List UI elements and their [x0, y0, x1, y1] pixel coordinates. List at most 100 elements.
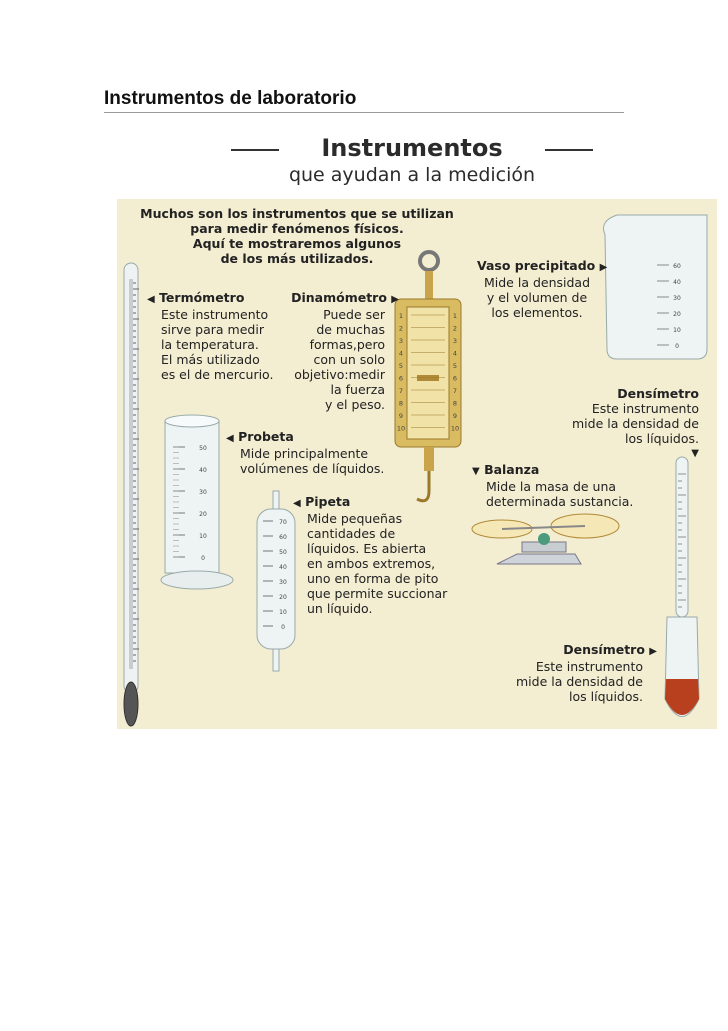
scale-label: 20	[279, 594, 287, 601]
scale-label: 2	[453, 325, 457, 333]
pipette-illustration: 70 60 50 40 30 20 10 0	[256, 490, 296, 672]
scale-label: 30	[199, 489, 207, 496]
scale-label: 8	[453, 400, 457, 408]
dinamometro-desc-line: con un solo	[313, 352, 385, 367]
vaso-desc-line: los elementos.	[491, 305, 583, 320]
hydrometer-illustration	[664, 456, 700, 717]
scale-label: 5	[453, 362, 457, 370]
dinamometro-desc-line: objetivo:medir	[294, 367, 385, 382]
pipeta-desc-line: Mide pequeñas	[307, 511, 403, 526]
title-left-rule	[231, 149, 280, 151]
arrow-left-icon: ◀	[147, 294, 155, 305]
densimetro-top-desc-line: mide la densidad de	[571, 416, 699, 431]
arrow-right-icon: ▶	[649, 646, 657, 657]
arrow-left-icon: ◀	[226, 433, 234, 444]
balanza-desc-line: Mide la masa de una	[486, 479, 617, 494]
balance-illustration	[471, 513, 620, 565]
intro-text: Muchos son los instrumentos que se utili…	[117, 206, 477, 266]
balanza-label: Balanza	[484, 462, 540, 477]
scale-label: 3	[453, 337, 457, 345]
densimetro-top-desc-line: Este instrumento	[591, 401, 699, 416]
scale-label: 9	[399, 412, 403, 420]
dinamometro-desc-line: y el peso.	[324, 397, 385, 412]
scale-label: 30	[673, 295, 681, 302]
infographic-subtitle: que ayudan a la medición	[288, 164, 536, 186]
scale-label: 60	[279, 534, 287, 541]
scale-label: 1	[399, 312, 403, 320]
scale-label: 6	[399, 375, 403, 383]
termometro-callout: ◀ Termómetro Este instrumento sirve para…	[147, 290, 273, 382]
scale-label: 4	[399, 350, 403, 358]
vaso-desc-line: y el volumen de	[486, 290, 588, 305]
pipeta-desc-line: en ambos extremos,	[307, 556, 436, 571]
probeta-desc-line: Mide principalmente	[240, 446, 369, 461]
scale-label: 7	[453, 387, 457, 395]
title-right-rule	[544, 149, 593, 151]
page-title: Instrumentos de laboratorio	[104, 88, 357, 109]
scale-label: 4	[453, 350, 457, 358]
scale-label: 0	[675, 343, 679, 350]
scale-label: 40	[199, 467, 207, 474]
scale-label: 60	[673, 263, 681, 270]
vaso-desc-line: Mide la densidad	[483, 275, 591, 290]
scale-label: 50	[279, 549, 287, 556]
termometro-desc-line: es el de mercurio.	[161, 367, 274, 382]
scale-label: 10	[279, 609, 287, 616]
thermometer-illustration	[123, 262, 139, 727]
scale-label: 1	[453, 312, 457, 320]
pipeta-desc-line: que permite succionar	[307, 586, 448, 601]
dinamometro-desc-line: la fuerza	[330, 382, 385, 397]
pipeta-desc-line: cantidades de	[307, 526, 396, 541]
vaso-callout: Vaso precipitado ▶ Mide la densidad y el…	[477, 258, 607, 320]
pipeta-label: Pipeta	[305, 494, 351, 509]
scale-label: 6	[453, 375, 457, 383]
arrow-left-icon: ◀	[293, 498, 301, 509]
heading-divider	[104, 112, 624, 113]
scale-label: 10	[673, 327, 681, 334]
scale-label: 10	[199, 533, 207, 540]
probeta-label: Probeta	[238, 429, 294, 444]
pipeta-callout: ◀ Pipeta Mide pequeñas cantidades de líq…	[293, 494, 447, 616]
pipeta-desc-line: uno en forma de pito	[307, 571, 439, 586]
densimetro-bottom-desc-line: mide la densidad de	[515, 674, 643, 689]
termometro-label: Termómetro	[159, 290, 245, 305]
scale-label: 2	[399, 325, 403, 333]
densimetro-top-label: Densímetro	[617, 386, 699, 401]
intro-line: Aquí te mostraremos algunos	[192, 236, 402, 251]
dinamometro-label: Dinamómetro	[291, 290, 387, 305]
densimetro-top-desc-line: los líquidos.	[625, 431, 699, 446]
scale-label: 0	[201, 555, 205, 562]
balanza-desc-line: determinada sustancia.	[486, 494, 634, 509]
infographic-title-main: Instrumentos	[231, 134, 593, 162]
title-main-text: Instrumentos	[321, 134, 503, 162]
pipeta-desc-line: líquidos. Es abierta	[307, 541, 427, 556]
scale-label: 20	[673, 311, 681, 318]
dinamometro-desc-line: formas,pero	[309, 337, 385, 352]
scale-label: 7	[399, 387, 403, 395]
pipeta-desc-line: un líquido.	[307, 601, 373, 616]
dinamometro-desc-line: Puede ser	[323, 307, 385, 322]
densimetro-bottom-label: Densímetro	[563, 642, 645, 657]
scale-label: 40	[279, 564, 287, 571]
intro-line: Muchos son los instrumentos que se utili…	[140, 206, 454, 221]
probeta-callout: ◀ Probeta Mide principalmente volúmenes …	[226, 429, 384, 476]
scale-label: 3	[399, 337, 403, 345]
scale-label: 70	[279, 519, 287, 526]
scale-label: 20	[199, 511, 207, 518]
dinamometro-desc-line: de muchas	[316, 322, 385, 337]
densimetro-top-callout: Densímetro Este instrumento mide la dens…	[547, 386, 699, 461]
densimetro-bottom-desc-line: Este instrumento	[535, 659, 643, 674]
scale-label: 30	[279, 579, 287, 586]
scale-label: 10	[397, 425, 405, 433]
arrow-right-icon: ▶	[391, 294, 399, 305]
infographic-title: Instrumentos que ayudan a la medición	[231, 134, 593, 186]
balanza-callout: ▼ Balanza Mide la masa de una determinad…	[472, 462, 633, 509]
termometro-desc-line: sirve para medir	[161, 322, 264, 337]
scale-label: 0	[281, 624, 285, 631]
scale-label: 8	[399, 400, 403, 408]
termometro-desc-line: Este instrumento	[161, 307, 269, 322]
